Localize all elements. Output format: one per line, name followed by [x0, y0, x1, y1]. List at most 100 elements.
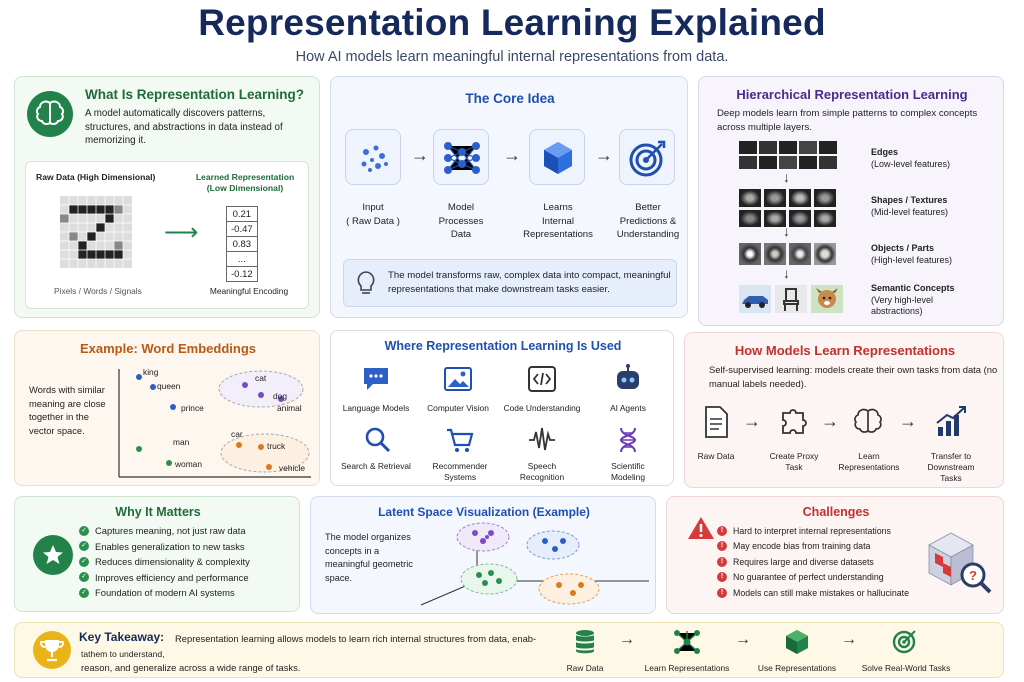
- chat-bubble-icon: [361, 365, 391, 398]
- core-arrow: →: [503, 145, 521, 165]
- word-label: car: [231, 429, 243, 439]
- why-item: ✓Foundation of modern AI systems: [79, 585, 295, 601]
- latent-title: Latent Space Visualization (Example): [378, 505, 590, 519]
- use-label: AI Agents: [610, 403, 646, 413]
- core-step-model: [433, 129, 489, 185]
- takeaway-step: Solve Real-World Tasks: [861, 663, 951, 673]
- alert-icon: !: [717, 541, 727, 552]
- goal-target-icon: [891, 627, 919, 660]
- check-icon: ✓: [79, 525, 89, 536]
- hier-arrow: ↓: [783, 223, 790, 239]
- level-name: Objects / Parts: [871, 243, 935, 253]
- word-point: [150, 384, 156, 390]
- why-item: ✓Enables generalization to new tasks: [79, 539, 295, 555]
- what-desc: A model automatically discovers patterns…: [85, 108, 283, 146]
- code-icon: [527, 365, 557, 398]
- core-arrow: →: [411, 145, 429, 165]
- word-label: animal: [277, 403, 302, 413]
- word-label: king: [143, 367, 159, 377]
- level-detail: (Low-level features): [871, 159, 951, 169]
- why-list: ✓Captures meaning, not just raw data ✓En…: [79, 523, 295, 601]
- what-arrow: ⟶: [164, 219, 199, 246]
- vector-value: -0.47: [226, 221, 258, 237]
- learned-title: Learned Representation (Low Dimensional): [195, 172, 295, 193]
- document-icon: [701, 405, 731, 444]
- trophy-icon: [33, 631, 71, 669]
- cart-icon: [445, 425, 475, 460]
- takeaway-step: Learn Representations: [644, 663, 730, 673]
- how-step-label: Learn Representations: [838, 451, 900, 472]
- challenge-item: !No guarantee of perfect understanding: [717, 570, 937, 586]
- why-item: ✓Captures meaning, not just raw data: [79, 523, 295, 539]
- challenge-item: !Hard to interpret internal representati…: [717, 523, 937, 539]
- use-label: Code Understanding: [503, 403, 581, 413]
- cube-icon: [544, 142, 572, 174]
- shape-feature-tiles: [739, 189, 839, 227]
- neural-net-icon: [444, 142, 480, 174]
- word-label: cat: [255, 373, 267, 383]
- star-badge-icon: [33, 535, 73, 575]
- word-point: [136, 446, 142, 452]
- why-item: ✓Reduces dimensionality & complexity: [79, 554, 295, 570]
- waveform-icon: [527, 425, 557, 460]
- core-step-label: Better Predictions & Understanding: [616, 202, 680, 240]
- use-label: Recommender Systems: [432, 461, 488, 482]
- word-point: [266, 464, 272, 470]
- takeaway-step: Raw Data: [566, 663, 604, 673]
- what-inner: Raw Data (High Dimensional) Learned Repr…: [25, 161, 309, 309]
- use-label: Language Models: [342, 403, 410, 413]
- dog-image: [811, 285, 843, 313]
- word-point: [278, 396, 284, 402]
- check-icon: ✓: [79, 587, 89, 598]
- challenges-panel: Challenges !Hard to interpret internal r…: [666, 496, 1004, 614]
- use-label: Scientific Modeling: [611, 461, 645, 482]
- how-title: How Models Learn Representations: [734, 343, 956, 358]
- word-label: truck: [267, 441, 286, 451]
- check-icon: ✓: [79, 541, 89, 552]
- target-icon: [629, 140, 666, 177]
- level-name: Semantic Concepts: [871, 283, 955, 293]
- takeaway-panel: Key Takeaway: Representation learning al…: [14, 622, 1004, 678]
- vector-value: 0.83: [226, 236, 258, 252]
- use-label: Search & Retrieval: [341, 461, 411, 471]
- embed-title: Example: Word Embeddings: [79, 341, 256, 356]
- latent-desc: The model organizes concepts in a meanin…: [325, 532, 413, 583]
- alert-icon: !: [717, 556, 727, 567]
- challenge-item: !Models can still make mistakes or hallu…: [717, 585, 937, 601]
- level-detail: (Very high-level abstractions): [871, 295, 934, 316]
- core-title: The Core Idea: [465, 91, 555, 106]
- vector-value: -0.12: [226, 266, 258, 282]
- word-point: [242, 382, 248, 388]
- takeaway-arrow: →: [735, 631, 751, 648]
- embed-desc: Words with similar meaning are close tog…: [29, 384, 106, 436]
- why-title: Why It Matters: [115, 505, 201, 519]
- database-icon: [573, 629, 597, 660]
- object-feature-tiles: [739, 243, 839, 267]
- word-point: [136, 374, 142, 380]
- hier-arrow: ↓: [783, 265, 790, 281]
- takeaway-arrow: →: [841, 631, 857, 648]
- what-panel: What Is Representation Learning? A model…: [14, 76, 320, 318]
- page-subtitle: How AI models learn meaningful internal …: [295, 49, 729, 65]
- takeaway-step: Use Representations: [757, 663, 837, 673]
- image-icon: [443, 365, 473, 398]
- cube-magnifier-icon: ?: [921, 523, 997, 604]
- level-name: Edges: [871, 147, 899, 157]
- alert-icon: !: [717, 572, 727, 583]
- level-detail: (Mid-level features): [871, 207, 949, 217]
- takeaway-arrow: →: [619, 631, 635, 648]
- core-step-label: Input ( Raw Data ): [346, 202, 400, 227]
- word-label: woman: [175, 459, 202, 469]
- vector-value: ...: [226, 251, 258, 267]
- green-cube-icon: [783, 627, 811, 660]
- raw-title: Raw Data (High Dimensional): [36, 172, 156, 182]
- how-step-label: Create Proxy Task: [769, 451, 819, 472]
- takeaway-line3: reason, and generalize across a wide ran…: [81, 662, 301, 673]
- lightbulb-icon: [354, 269, 378, 302]
- check-icon: ✓: [79, 572, 89, 583]
- core-arrow: →: [595, 145, 613, 165]
- alert-icon: !: [717, 587, 727, 598]
- core-step-label: Model Processes Data: [438, 202, 484, 240]
- why-item: ✓Improves efficiency and performance: [79, 570, 295, 586]
- used-panel: Where Representation Learning Is Used La…: [330, 330, 674, 486]
